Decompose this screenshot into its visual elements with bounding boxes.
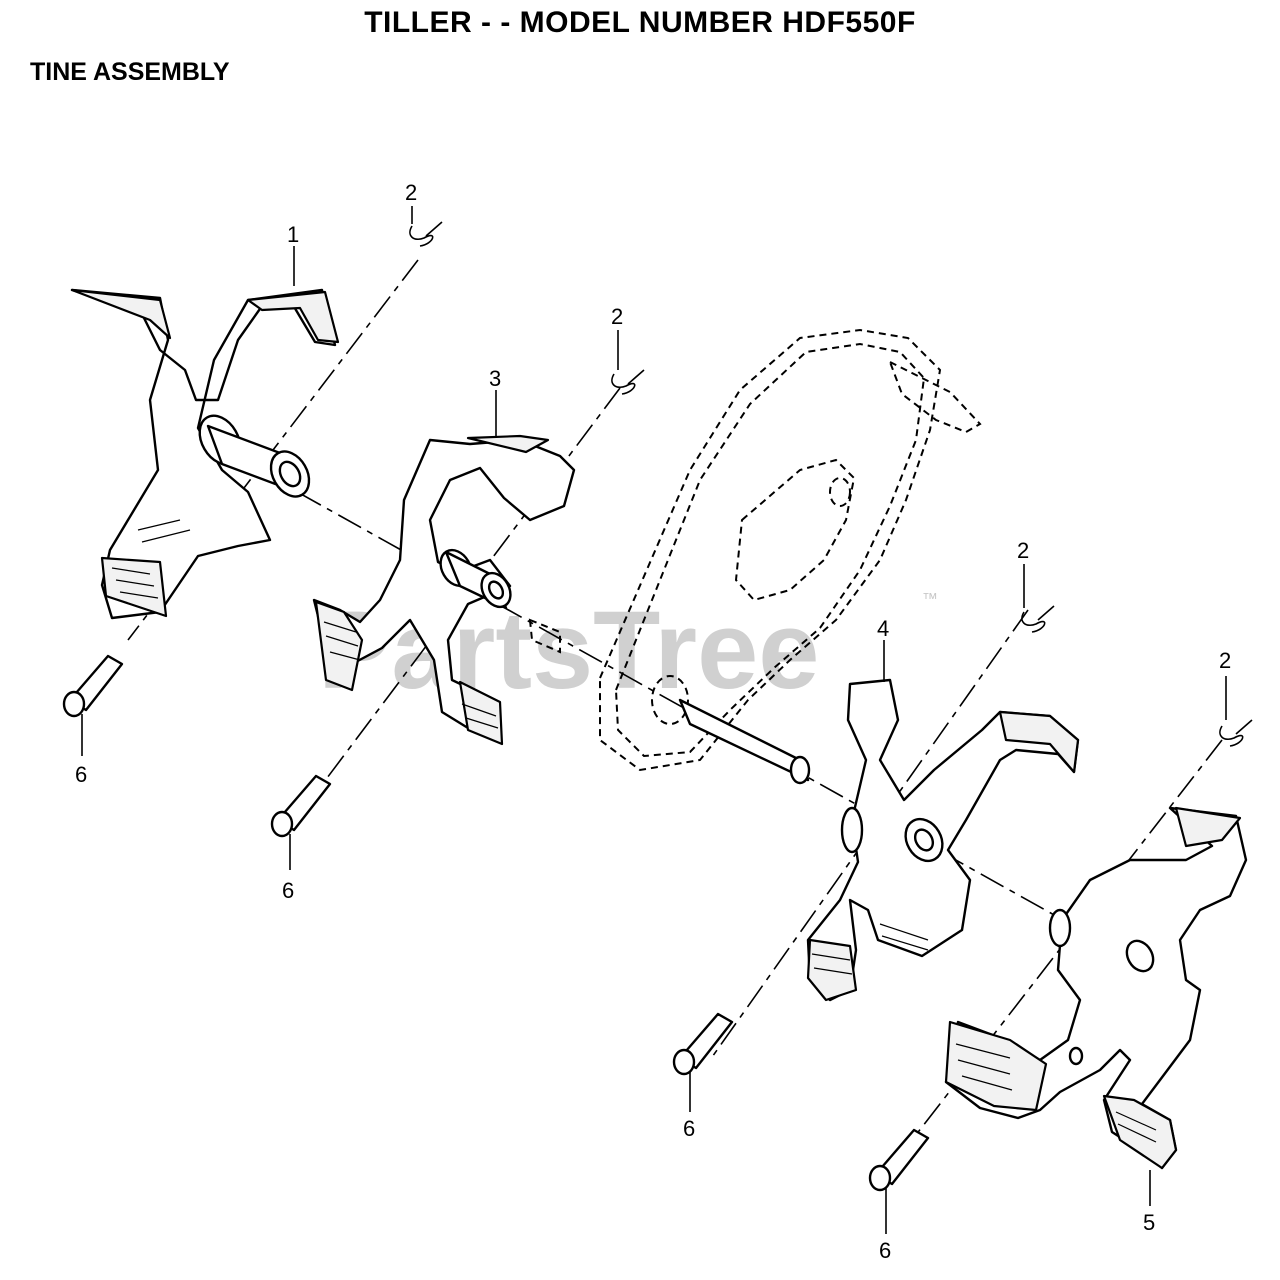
tine-left-inner [312, 434, 576, 746]
callout-part-1: 1 [287, 222, 299, 247]
hairpin-clip-d [1219, 719, 1253, 747]
clevis-pin-d [868, 1128, 930, 1192]
callout-part-6b: 6 [282, 878, 294, 903]
callout-part-3: 3 [489, 366, 501, 391]
callout-part-2a: 2 [405, 180, 417, 205]
callout-part-2b: 2 [611, 304, 623, 329]
callout-part-6c: 6 [683, 1116, 695, 1141]
tine-right-outer [944, 806, 1248, 1170]
clevis-pin-b [270, 774, 332, 838]
callout-part-6a: 6 [75, 762, 87, 787]
section-title: TINE ASSEMBLY [30, 58, 230, 86]
hairpin-clip-a [409, 221, 443, 247]
tine-right-inner [806, 678, 1080, 1002]
hairpin-clip-c [1021, 605, 1055, 633]
tine-left-outer [70, 288, 340, 620]
callout-part-2c: 2 [1017, 538, 1029, 563]
callout-part-6d: 6 [879, 1238, 891, 1263]
clevis-pin-a [62, 654, 124, 718]
watermark-trademark: ™ [922, 591, 938, 608]
leader-lines [81, 206, 1227, 1234]
diagram-title: TILLER - - MODEL NUMBER HDF550F [364, 6, 916, 39]
hairpin-clip-b [611, 369, 645, 395]
callout-part-5: 5 [1143, 1210, 1155, 1235]
gear-housing-phantom [528, 328, 982, 785]
callout-part-2d: 2 [1219, 648, 1231, 673]
callout-part-4: 4 [877, 616, 889, 641]
clevis-pin-c [672, 1012, 734, 1076]
callout-labels: 1 2 2 3 2 4 2 6 6 6 5 6 [75, 180, 1231, 1263]
